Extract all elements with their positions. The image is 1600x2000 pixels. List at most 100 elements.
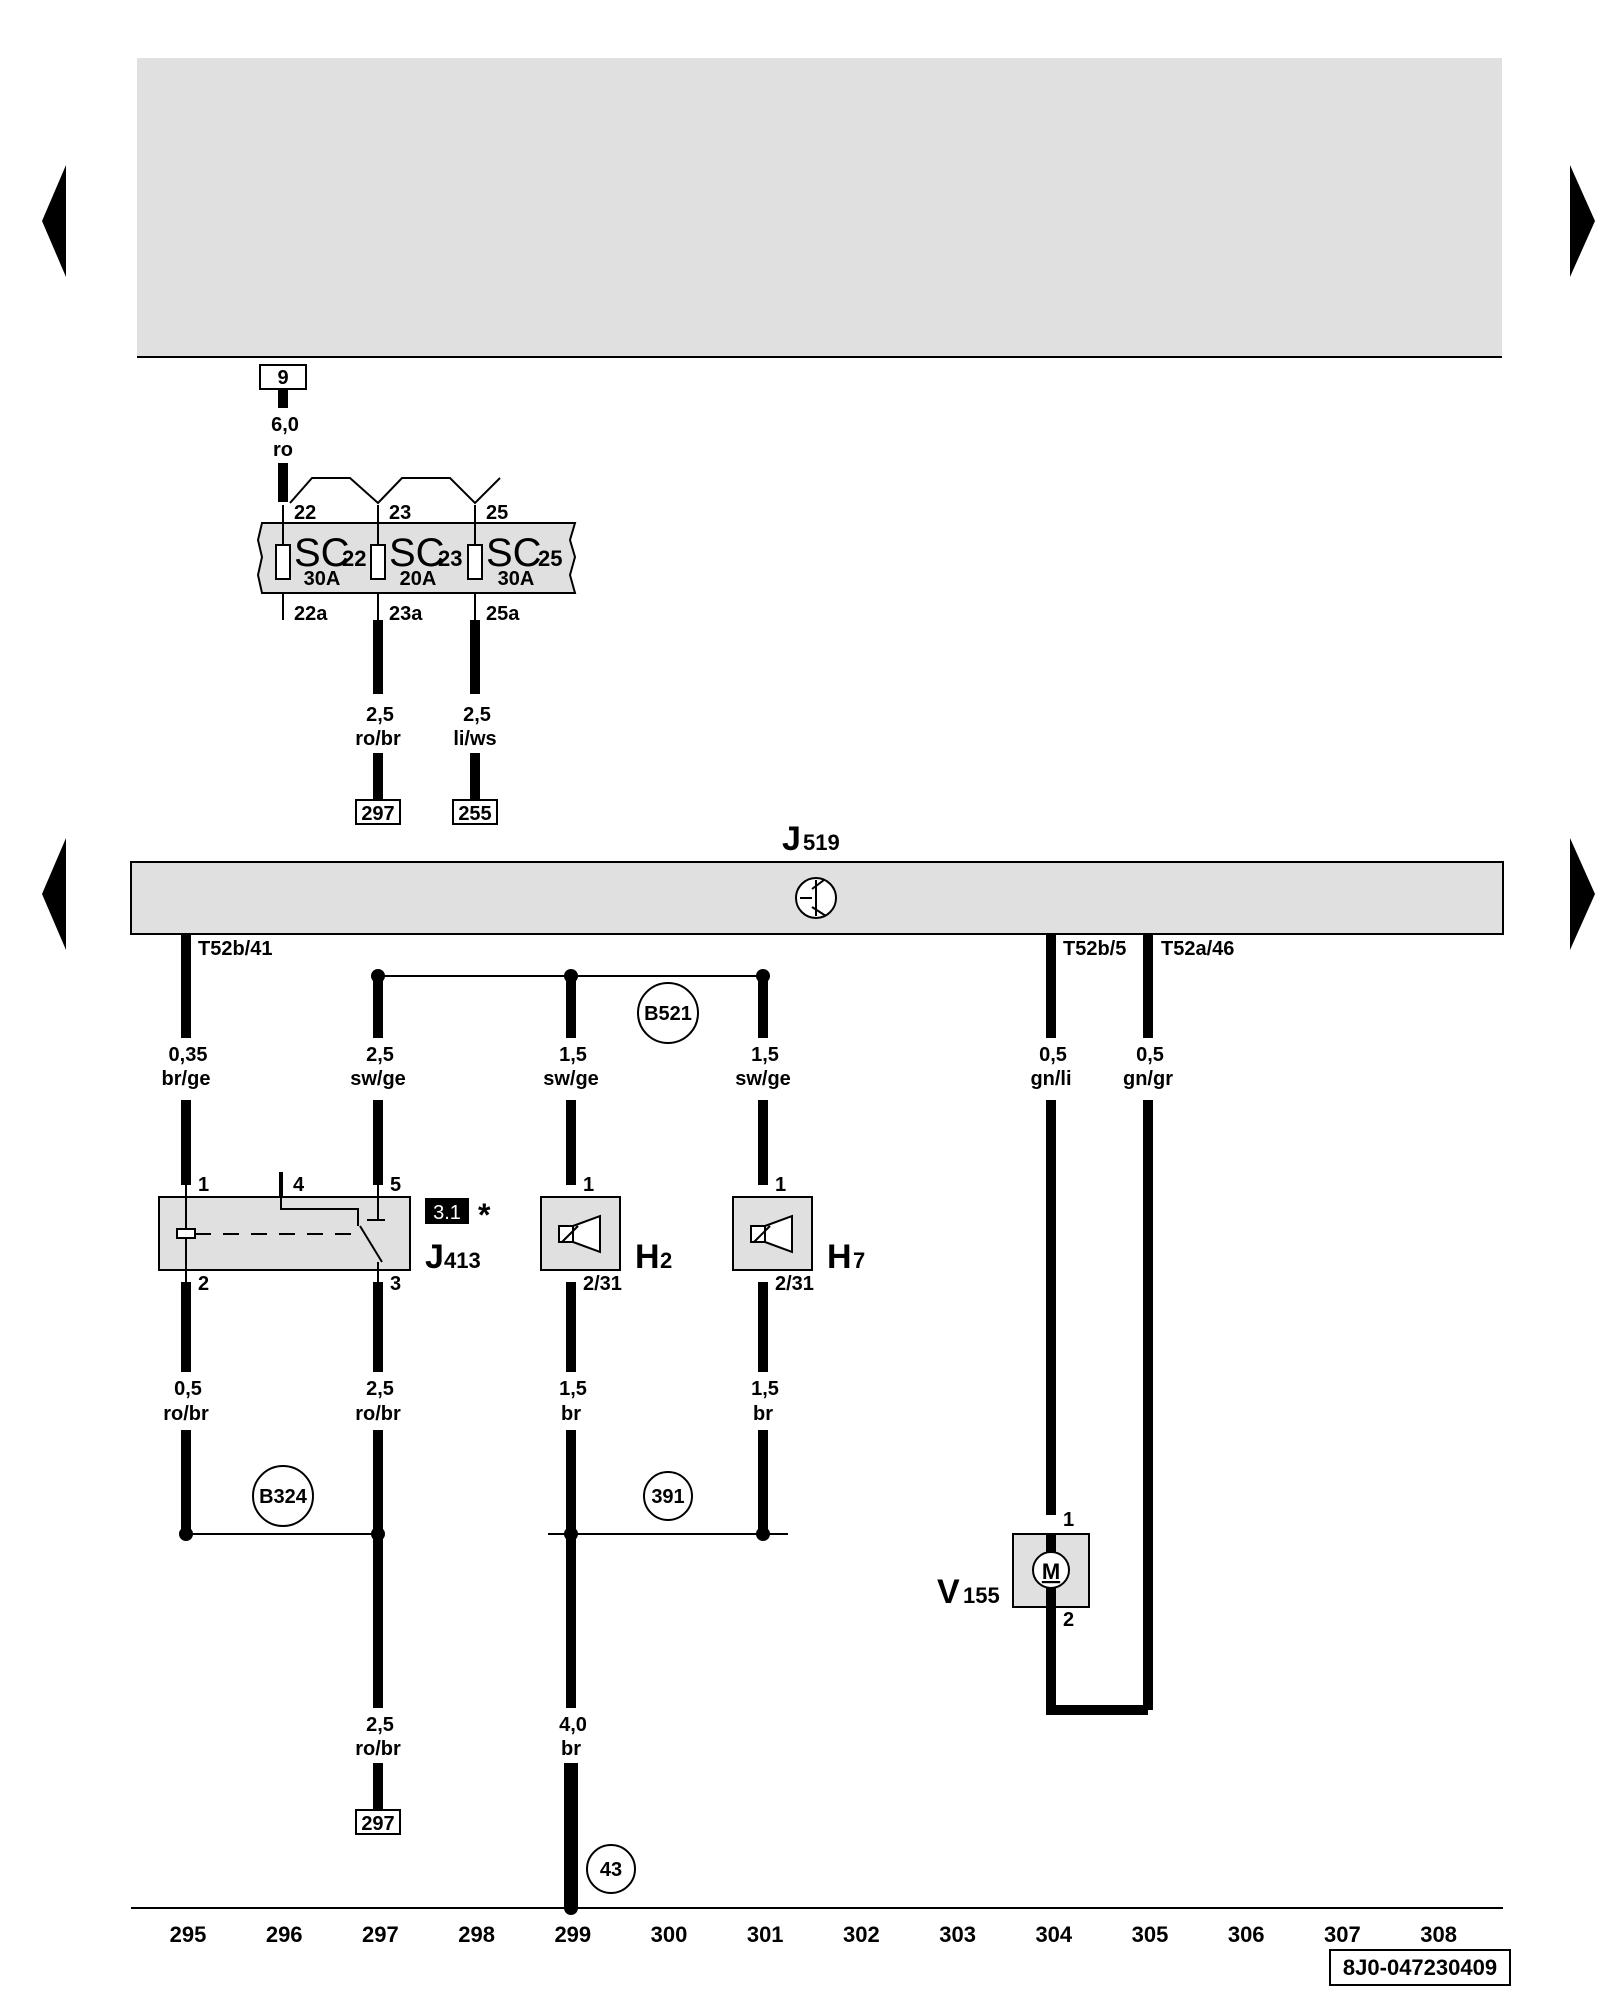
column-number: 298 xyxy=(458,1922,495,1947)
column-number: 295 xyxy=(170,1922,207,1947)
motor-name: V xyxy=(937,1573,960,1611)
fuse-23-wire-size: 2,5 xyxy=(366,704,394,726)
wire-297-bottom-size: 2,5 xyxy=(366,1714,394,1736)
source-ref-label: 9 xyxy=(277,367,288,389)
motor-symbol: M xyxy=(1042,1559,1060,1584)
column-number: 301 xyxy=(747,1922,784,1947)
fuse-23-element xyxy=(370,544,386,580)
column-number: 307 xyxy=(1324,1922,1361,1947)
wire-305-size: 0,5 xyxy=(1136,1044,1164,1066)
wire-301-lower-color: br xyxy=(753,1403,773,1425)
wire-299-size: 1,5 xyxy=(559,1044,587,1066)
wire-304-size: 0,5 xyxy=(1039,1044,1067,1066)
doc-id: 8J0-047230409 xyxy=(1343,1955,1497,1980)
wire-297-ref-box[interactable] xyxy=(355,1809,401,1835)
relay-pin-3: 3 xyxy=(390,1273,401,1295)
relay-coil xyxy=(176,1228,196,1239)
horn-h7-pin-in: 1 xyxy=(775,1174,786,1196)
column-number: 297 xyxy=(362,1922,399,1947)
next-page-arrow-top[interactable] xyxy=(1570,165,1595,277)
splice-b521-label: B521 xyxy=(644,1003,692,1025)
fuse-25-pin-out: 25a xyxy=(486,603,520,625)
splice-b324 xyxy=(252,1465,314,1527)
splice-391 xyxy=(643,1471,693,1521)
fuse-22-name: SC xyxy=(294,531,350,575)
fuse-23-pin-out: 23a xyxy=(389,603,423,625)
prev-page-arrow-top[interactable] xyxy=(42,165,66,277)
horn-h7-name: H xyxy=(827,1238,852,1276)
fuse-23-rating: 20A xyxy=(400,568,437,590)
column-number: 303 xyxy=(939,1922,976,1947)
wire-297-ref-label[interactable]: 297 xyxy=(361,1813,394,1835)
next-page-arrow-mid[interactable] xyxy=(1570,838,1595,950)
horn-h2-pin-out: 2/31 xyxy=(583,1273,622,1295)
fuse-23-wire-color: ro/br xyxy=(355,728,401,750)
wire-297-lower-color: ro/br xyxy=(355,1403,401,1425)
column-number: 299 xyxy=(554,1922,591,1947)
fuse-25-rating: 30A xyxy=(498,568,535,590)
wire-295-lower-color: ro/br xyxy=(163,1403,209,1425)
fuse-22-element xyxy=(275,544,291,580)
cu-pin-5: T52b/5 xyxy=(1063,938,1126,960)
prev-page-arrow-mid[interactable] xyxy=(42,838,66,950)
relay-pin-2: 2 xyxy=(198,1273,209,1295)
fuse-23-name: SC xyxy=(389,531,445,575)
control-unit-name: J xyxy=(782,820,801,858)
wire-305-color: gn/gr xyxy=(1123,1068,1173,1090)
fuse-23-sub: 23 xyxy=(438,546,462,571)
motor-pin-in: 1 xyxy=(1063,1509,1074,1531)
relay-badge-label: 3.1 xyxy=(433,1202,461,1224)
wire-299-color: sw/ge xyxy=(543,1068,599,1090)
wire-301-lower-size: 1,5 xyxy=(751,1378,779,1400)
fuse-25-wire-color: li/ws xyxy=(453,728,496,750)
column-number: 304 xyxy=(1035,1922,1072,1947)
wire-295-color: br/ge xyxy=(162,1068,211,1090)
control-unit-sub: 519 xyxy=(803,830,840,855)
relay-sub: 413 xyxy=(444,1248,481,1273)
fuse-22-pin-out: 22a xyxy=(294,603,328,625)
fuse-22-rating: 30A xyxy=(304,568,341,590)
cu-pin-41: T52b/41 xyxy=(198,938,272,960)
relay-pin-5: 5 xyxy=(390,1174,401,1196)
ground-point-43-label: 43 xyxy=(600,1859,622,1881)
relay-pin-1: 1 xyxy=(198,1174,209,1196)
wire-297-bottom-color: ro/br xyxy=(355,1738,401,1760)
relay-badge xyxy=(425,1198,469,1224)
splice-b521 xyxy=(637,982,699,1044)
wire-301-color: sw/ge xyxy=(735,1068,791,1090)
fuse-25-ref-box[interactable] xyxy=(452,799,498,825)
motor-icon xyxy=(1032,1551,1070,1589)
fuse-22-sub: 22 xyxy=(342,546,366,571)
feed-wire-color: ro xyxy=(273,439,293,461)
horn-h2-sub: 2 xyxy=(660,1248,672,1273)
horn-h2-pin-in: 1 xyxy=(583,1174,594,1196)
wire-299-lower-color: br xyxy=(561,1403,581,1425)
horn-h7-sub: 7 xyxy=(853,1248,865,1273)
splice-b324-label: B324 xyxy=(259,1486,308,1508)
fuse-25-pin-in: 25 xyxy=(486,502,508,524)
wire-299-bottom-color: br xyxy=(561,1738,581,1760)
fuse-25-name: SC xyxy=(486,531,542,575)
wire-295-lower-size: 0,5 xyxy=(174,1378,202,1400)
fuse-bus-bridge xyxy=(289,477,501,505)
fuse-25-element xyxy=(467,544,483,580)
column-number: 296 xyxy=(266,1922,303,1947)
relay-pin-4: 4 xyxy=(293,1174,305,1196)
motor-sub: 155 xyxy=(963,1583,1000,1608)
column-number: 302 xyxy=(843,1922,880,1947)
splice-391-label: 391 xyxy=(651,1486,684,1508)
doc-id-box xyxy=(1329,1949,1511,1986)
horn-h7-pin-out: 2/31 xyxy=(775,1273,814,1295)
column-number: 300 xyxy=(651,1922,688,1947)
motor-pin-out: 2 xyxy=(1063,1609,1074,1631)
fuse-22-pin-in: 22 xyxy=(294,502,316,524)
fuse-23-ref-box[interactable] xyxy=(355,799,401,825)
wire-301-size: 1,5 xyxy=(751,1044,779,1066)
fuse-23-ref-label[interactable]: 297 xyxy=(361,803,394,825)
wire-297-size: 2,5 xyxy=(366,1044,394,1066)
wire-295-size: 0,35 xyxy=(169,1044,208,1066)
header-panel xyxy=(137,58,1502,356)
fuse-25-ref-label[interactable]: 255 xyxy=(458,803,491,825)
wire-304-color: gn/li xyxy=(1030,1068,1071,1090)
